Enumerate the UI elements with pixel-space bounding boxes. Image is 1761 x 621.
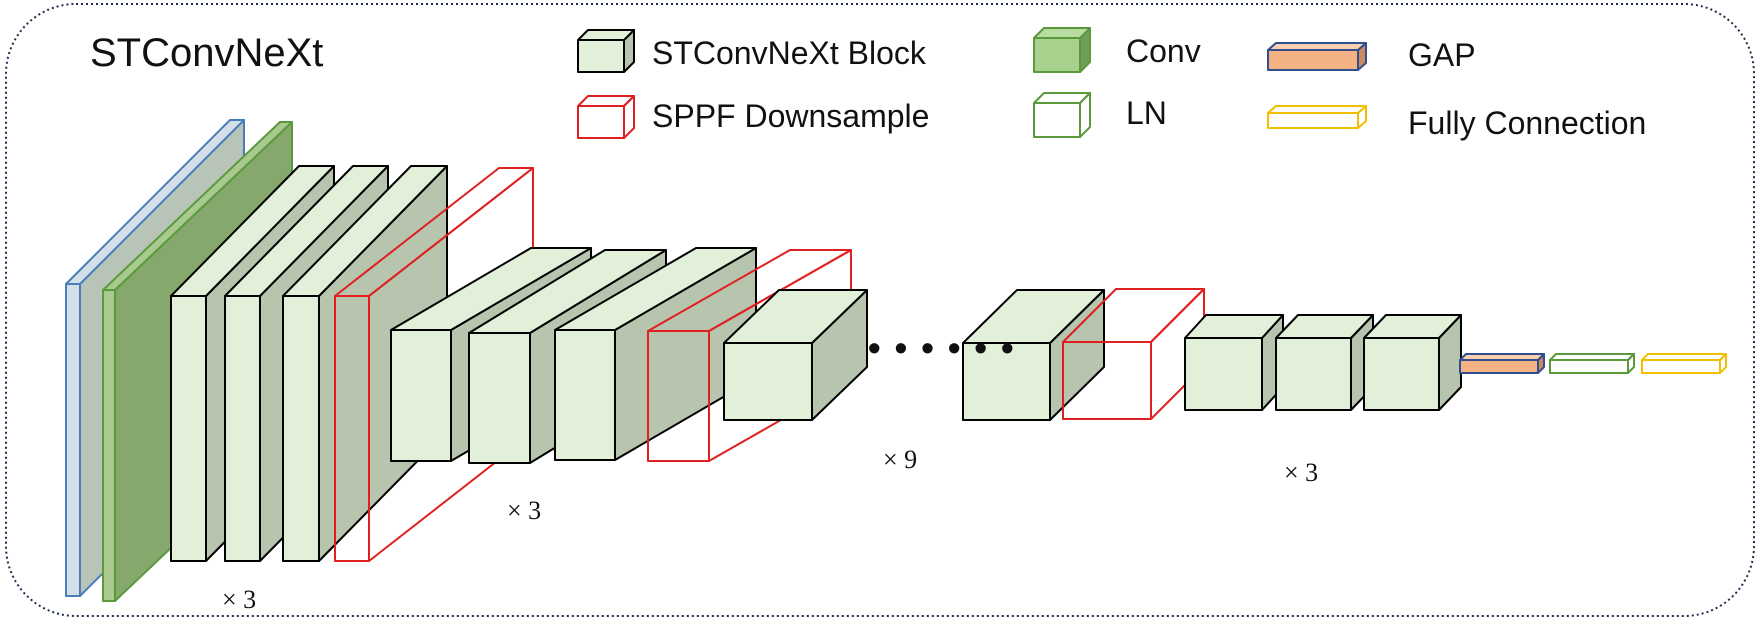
stage4-block-2 (1275, 314, 1374, 411)
legend-fc-box-top (1267, 105, 1367, 114)
stage-1-repeat-label: × 3 (222, 585, 256, 614)
legend-fc-box (1267, 105, 1367, 129)
legend-block-label: STConvNeXt Block (652, 35, 927, 71)
legend-conv-box (1033, 27, 1091, 73)
stage2-block-2-front (468, 332, 531, 464)
stage-3-repeat-label: × 9 (883, 445, 917, 474)
legend-conv-icon (1033, 27, 1091, 73)
stage4-block-1 (1184, 314, 1284, 411)
legend-gap-box-top (1267, 42, 1367, 51)
ellipsis-dots: • • • • • • (868, 327, 1016, 368)
stage4-block-3 (1363, 314, 1462, 411)
legend-conv-label: Conv (1126, 33, 1201, 69)
network-layers (65, 119, 1727, 602)
stage1-sppf-front (334, 295, 370, 562)
stage3-sppf-front (1062, 341, 1152, 420)
stage2-block-3-front (554, 329, 616, 461)
legend-ln-icon (1033, 92, 1091, 138)
legend-fc-label: Fully Connection (1408, 105, 1646, 141)
legend-block-icon (577, 29, 635, 73)
legend-fc-box-front (1267, 112, 1359, 129)
gap-layer (1459, 353, 1545, 374)
legend-sppf-icon (577, 95, 635, 139)
conv-layer-front (102, 289, 116, 602)
stage2-sppf-front (647, 330, 710, 462)
legend-sppf-box (577, 95, 635, 139)
stage4-block-3-front (1363, 337, 1440, 411)
stage-4-repeat-label: × 3 (1284, 458, 1318, 487)
legend-ln-box-front (1033, 102, 1081, 138)
legend: STConvNeXt Block SPPF Downsample Conv LN… (577, 27, 1646, 141)
fc-layer (1641, 353, 1727, 374)
legend-sppf-box-top (577, 95, 635, 107)
ln-layer-front (1549, 359, 1629, 374)
legend-sppf-box-front (577, 105, 625, 139)
legend-ln-box-side (1079, 92, 1091, 138)
stage2-block-3 (554, 247, 757, 461)
ln-layer (1549, 353, 1635, 374)
stage3-block-last-front (962, 342, 1051, 421)
legend-block-box-front (577, 39, 625, 73)
legend-fc-icon (1267, 105, 1367, 129)
legend-ln-label: LN (1126, 95, 1167, 131)
stage3-block-1-front (723, 342, 813, 421)
legend-conv-box-front (1033, 37, 1081, 73)
stage2-block-1-front (390, 329, 452, 462)
legend-block-box-top (577, 29, 635, 41)
stage3-block-1 (723, 289, 868, 421)
legend-ln-box (1033, 92, 1091, 138)
legend-ln-box-top (1033, 92, 1091, 104)
diagram-title: STConvNeXt (90, 31, 323, 75)
legend-gap-label: GAP (1408, 37, 1476, 73)
legend-gap-box (1267, 42, 1367, 71)
stage4-block-1-front (1184, 337, 1263, 411)
stage4-block-2-front (1275, 337, 1352, 411)
stage3-block-last (962, 289, 1105, 421)
stage1-block-3 (282, 165, 448, 562)
stage1-block-3-front (282, 295, 320, 562)
stage1-block-2-front (224, 295, 261, 562)
legend-gap-icon (1267, 42, 1367, 71)
gap-layer-front (1459, 359, 1539, 374)
fc-layer-front (1641, 359, 1721, 374)
legend-sppf-label: SPPF Downsample (652, 98, 929, 134)
legend-block-box (577, 29, 635, 73)
legend-conv-box-top (1033, 27, 1091, 39)
legend-gap-box-front (1267, 49, 1359, 71)
stage-2-repeat-label: × 3 (507, 496, 541, 525)
input-layer-front (65, 283, 81, 597)
stage1-block-1-front (170, 295, 207, 562)
